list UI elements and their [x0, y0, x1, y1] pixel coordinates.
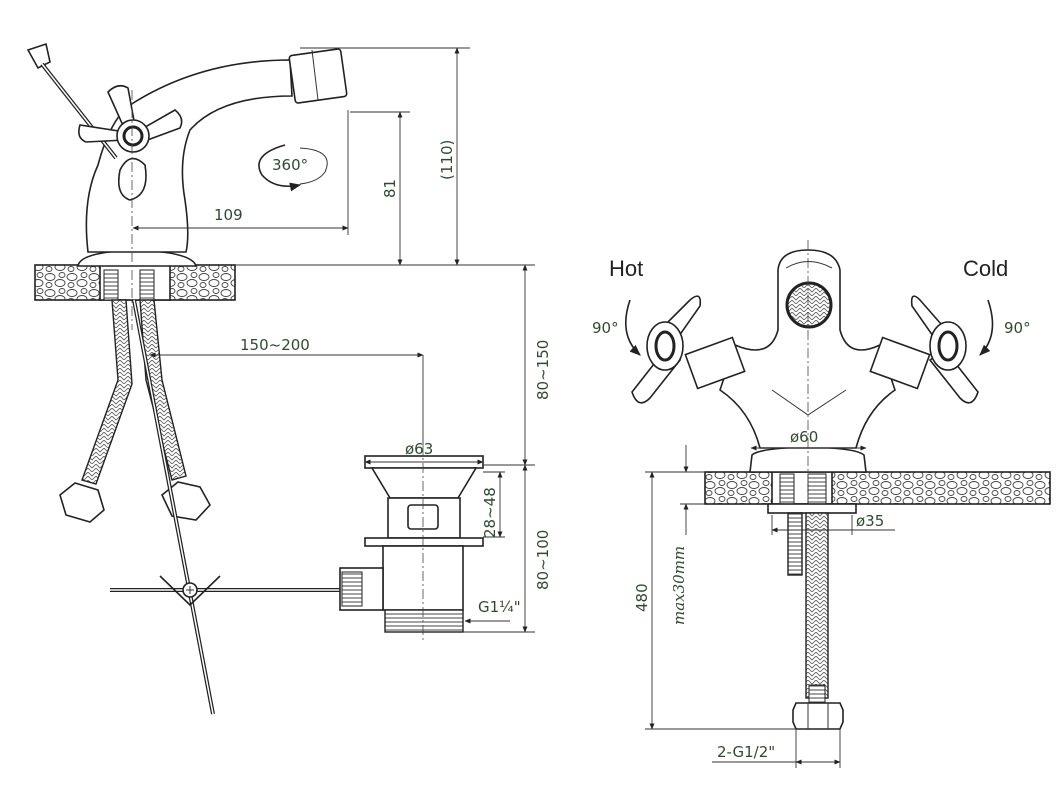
- faucet-body: [719, 249, 896, 449]
- svg-text:ø35: ø35: [856, 512, 884, 530]
- svg-text:81: 81: [381, 179, 399, 198]
- countertop: [704, 471, 1051, 505]
- hot-handle: [631, 295, 746, 404]
- dimension-35: ø35: [771, 512, 895, 535]
- dimension-480: 480: [633, 471, 796, 730]
- cold-rotation: 90°: [979, 299, 1031, 356]
- drain-thread-label: G1¼": [464, 598, 521, 624]
- hose: [805, 512, 829, 699]
- dimension-81: 81: [350, 111, 410, 266]
- svg-text:G1¼": G1¼": [478, 598, 521, 616]
- cold-handle: [869, 295, 979, 404]
- front-view: Hot Cold 90° 90° ø60 ø35: [592, 240, 1051, 768]
- svg-text:90°: 90°: [592, 319, 619, 337]
- cold-label: Cold: [963, 256, 1008, 281]
- dimension-28-48: 28~48: [481, 471, 505, 538]
- side-view: 360° (110) 81 109 150~200 80~150: [26, 42, 552, 715]
- svg-text:ø63: ø63: [405, 440, 433, 458]
- svg-text:80~150: 80~150: [534, 340, 552, 400]
- dimension-63: ø63: [364, 440, 484, 465]
- svg-text:150~200: 150~200: [240, 336, 310, 354]
- dimension-110: (110): [300, 47, 470, 266]
- dimension-hose-thread: 2-G1/2": [712, 729, 841, 768]
- drain-assembly: [339, 445, 484, 640]
- cross-handle: [78, 84, 183, 201]
- hose-left: [81, 299, 133, 485]
- svg-text:(110): (110): [438, 140, 456, 180]
- hose-right: [139, 299, 187, 481]
- svg-text:80~100: 80~100: [534, 530, 552, 590]
- dimension-max30mm: max30mm: [670, 445, 705, 625]
- aerator: [288, 48, 348, 104]
- svg-text:480: 480: [633, 583, 651, 612]
- dimension-80-100: 80~100: [463, 464, 552, 633]
- svg-text:ø60: ø60: [790, 428, 818, 446]
- hose-nut-left: [59, 482, 105, 523]
- svg-text:28~48: 28~48: [481, 487, 499, 538]
- dimension-109: 109: [132, 110, 349, 235]
- rotation-label: 360°: [272, 156, 308, 174]
- hot-rotation: 90°: [592, 299, 641, 356]
- svg-text:109: 109: [214, 206, 243, 224]
- hot-label: Hot: [609, 256, 643, 281]
- dimension-60: ø60: [750, 428, 867, 451]
- aerator-mesh: [785, 281, 833, 329]
- rod-clip: [159, 575, 221, 607]
- hose-nut: [792, 702, 844, 730]
- rotation-indicator: 360°: [258, 144, 328, 192]
- svg-text:2-G1/2": 2-G1/2": [717, 743, 775, 761]
- faucet-body: [85, 59, 293, 253]
- svg-text:90°: 90°: [1004, 319, 1031, 337]
- lift-rod-knob: [26, 42, 51, 70]
- dimension-80-150: 80~150: [522, 264, 552, 466]
- dimension-150-200: 150~200: [149, 336, 424, 445]
- svg-text:max30mm: max30mm: [670, 546, 688, 625]
